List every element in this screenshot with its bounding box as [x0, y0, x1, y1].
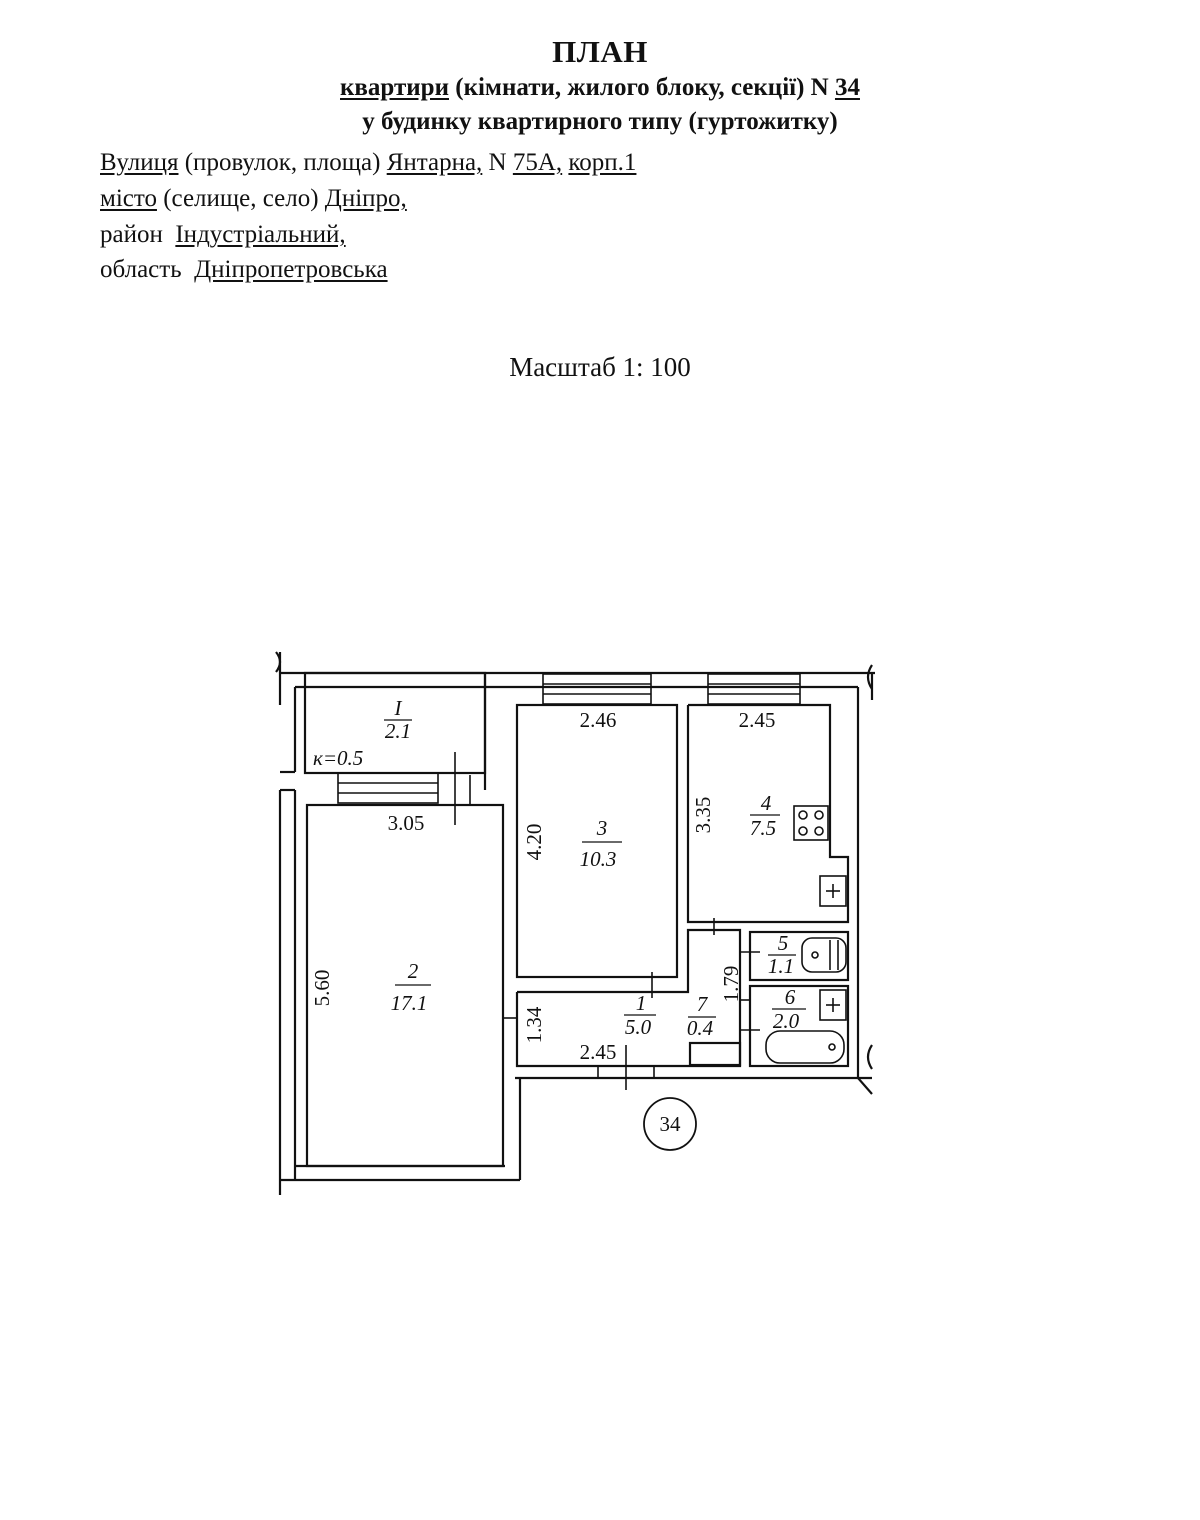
left-break-mark [275, 651, 282, 673]
dim-room2-length: 5.60 [310, 970, 334, 1007]
kitchen-sink-icon [819, 875, 847, 907]
window-room-2 [337, 772, 439, 804]
bathroom-sink-icon [819, 989, 847, 1021]
plan-subtitle-building: у будинку квартирного типу (гуртожитку) [362, 108, 838, 135]
plan-subtitle-object: квартири (кімнати, жилого блоку, секції)… [0, 74, 1200, 102]
room-5-area: 1.1 [768, 954, 794, 978]
hall-number: 1 [636, 991, 647, 1015]
closet-7-outline [688, 1041, 742, 1067]
street-label-options: (провулок, площа) [178, 149, 387, 176]
dim-room3-length: 4.20 [522, 824, 546, 861]
address-street: Вулиця (провулок, площа) Янтарна, N 75А,… [100, 149, 636, 177]
right-break-mark [866, 664, 873, 690]
window-room-3 [542, 673, 652, 705]
object-type-options: (кімнати, жилого блоку, секції) N [449, 74, 835, 101]
room-I-area: 2.1 [385, 719, 411, 743]
stove-icon [793, 805, 829, 841]
street-name: Янтарна, [386, 149, 483, 176]
door-ticks [454, 752, 760, 1090]
bathtub-icon [765, 1030, 845, 1064]
room-2-outline [305, 803, 505, 1168]
room-5-number: 5 [778, 931, 789, 955]
walls [275, 651, 875, 1195]
closet-7-number: 7 [697, 992, 709, 1016]
object-type: квартири [340, 74, 449, 101]
city-label: місто [100, 185, 157, 212]
district-name: Індустріальний, [175, 221, 346, 248]
address-region: область Дніпропетровська [100, 256, 388, 284]
room-6-number: 6 [785, 985, 796, 1009]
city-name: Дніпро, [324, 185, 407, 212]
region-label: область [100, 256, 195, 283]
toilet-icon [801, 937, 847, 973]
room-3-number: 3 [596, 816, 608, 840]
district-label: район [100, 221, 176, 248]
room-I-number: I [394, 696, 403, 720]
house-number: 75А, [512, 149, 563, 176]
dim-room2-width: 3.05 [388, 811, 425, 835]
address-district: район Індустріальний, [100, 221, 346, 249]
number-label: N [482, 149, 513, 176]
closet-7-area: 0.4 [687, 1016, 714, 1040]
dimension-labels: 3.05 5.60 2.46 4.20 2.45 3.35 2.45 1.34 … [310, 708, 775, 1064]
address-city: місто (селище, село) Дніпро, [100, 185, 407, 213]
scale-label: Масштаб 1: 100 [509, 352, 691, 382]
room-2-area: 17.1 [391, 991, 428, 1015]
room-4-number: 4 [761, 791, 772, 815]
dim-room4-width: 2.45 [739, 708, 776, 732]
plan-title: ПЛАН [552, 34, 648, 69]
room-labels: I 2.1 к=0.5 2 17.1 3 10.3 4 7.5 5 1.1 6 … [313, 696, 806, 1040]
room-6-area: 2.0 [773, 1009, 800, 1033]
hall-area: 5.0 [625, 1015, 652, 1039]
room-6-outline [748, 984, 850, 1068]
dim-bath-length: 1.79 [719, 966, 743, 1003]
room-3-outline [515, 703, 679, 979]
room-3-area: 10.3 [580, 847, 617, 871]
dim-hall-length: 1.34 [522, 1006, 546, 1043]
apartment-marker: 34 [643, 1097, 697, 1151]
hall-outline [515, 928, 742, 1068]
room-4-area: 7.5 [750, 816, 776, 840]
dim-room4-length: 3.35 [691, 797, 715, 834]
room-5-outline [748, 930, 850, 982]
right-break-mark-bottom [866, 1044, 873, 1070]
room-4-outline [686, 703, 850, 924]
apartment-number: 34 [834, 74, 860, 101]
balcony-coefficient: к=0.5 [313, 746, 363, 770]
street-label: Вулиця [100, 149, 179, 176]
city-label-options: (селище, село) [156, 185, 325, 212]
room-2-number: 2 [408, 959, 419, 983]
bottom-right-outer3 [857, 1077, 873, 1095]
apartment-marker-number: 34 [660, 1112, 682, 1136]
region-name: Дніпропетровська [194, 256, 388, 283]
fixtures [765, 805, 847, 1064]
windows [337, 673, 801, 1079]
dim-room3-width: 2.46 [580, 708, 617, 732]
dim-hall-width: 2.45 [580, 1040, 617, 1064]
building-number: корп.1 [568, 149, 637, 176]
window-room-4 [707, 673, 801, 705]
floor-plan: I 2.1 к=0.5 2 17.1 3 10.3 4 7.5 5 1.1 6 … [275, 651, 875, 1195]
